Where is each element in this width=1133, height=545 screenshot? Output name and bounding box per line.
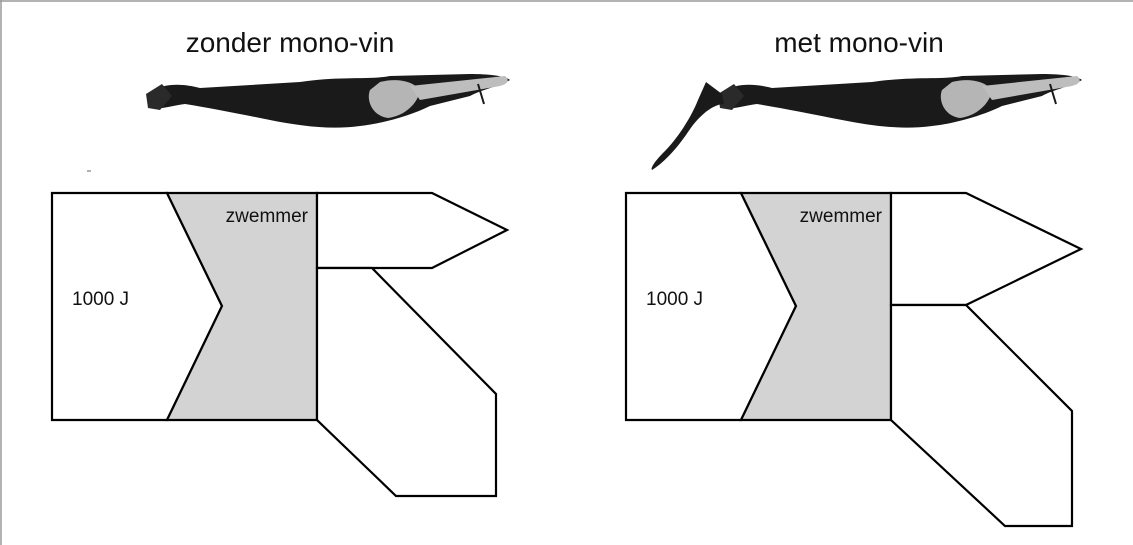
swimmer-label: zwemmer <box>800 206 883 227</box>
swimmer-with-fin-photo-icon <box>651 74 1082 170</box>
input-energy-label: 1000 J <box>646 289 703 310</box>
swimmer-block <box>739 191 893 422</box>
panel-with-fin: met mono-vin 1000 J zwemmer <box>624 27 1084 528</box>
useful-output-arrow <box>315 191 510 270</box>
swimmer-label: zwemmer <box>226 206 309 227</box>
panel-title: met mono-vin <box>774 27 944 58</box>
input-energy-label: 1000 J <box>72 289 129 310</box>
panel-title: zonder mono-vin <box>186 27 395 58</box>
mono-fin-icon <box>651 82 724 170</box>
heat-loss-arrow <box>889 303 1074 528</box>
useful-output-arrow <box>889 191 1084 307</box>
heat-loss-arrow <box>315 266 498 498</box>
panel-without-fin: zonder mono-vin 1000 J zwemmer <box>50 27 510 498</box>
swimmer-block <box>165 191 319 422</box>
swimmer-photo-icon <box>146 74 510 128</box>
